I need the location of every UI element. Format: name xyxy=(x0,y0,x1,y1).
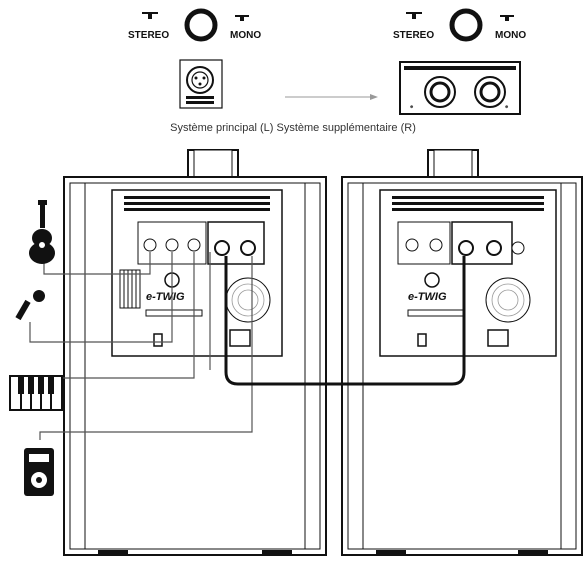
left-mono-label: MONO xyxy=(230,30,261,41)
main-speaker-brand: e-TWIG xyxy=(146,291,185,303)
right-switch-knob-icon xyxy=(449,8,483,42)
svg-text:⊕: ⊕ xyxy=(505,104,509,109)
line-io-jacks-icon: ⊕ ⊕ xyxy=(399,61,521,115)
right-mono-label: MONO xyxy=(495,30,526,41)
xlr-output-icon xyxy=(179,59,223,109)
supplementary-speaker-brand: e-TWIG xyxy=(408,291,447,303)
caption: Système principal (L) Système supplément… xyxy=(170,122,416,134)
link-cable xyxy=(224,256,466,386)
right-mode-switch: STEREO MONO xyxy=(393,8,526,42)
main-speaker-back-panel: e-TWIG xyxy=(111,189,283,357)
keyboard-icon xyxy=(9,375,63,411)
right-stereo-label: STEREO xyxy=(393,30,434,41)
main-speaker: e-TWIG xyxy=(63,149,327,556)
left-stereo-label: STEREO xyxy=(128,30,169,41)
left-switch-knob-icon xyxy=(184,8,218,42)
signal-arrow-icon xyxy=(285,94,378,100)
left-mode-switch: STEREO MONO xyxy=(128,8,261,42)
supplementary-speaker: e-TWIG xyxy=(341,149,583,556)
supplementary-speaker-back-panel: e-TWIG xyxy=(379,189,557,357)
guitar-icon xyxy=(29,200,55,264)
media-player-icon xyxy=(24,448,54,496)
source-cables xyxy=(29,252,253,440)
microphone-icon xyxy=(15,290,45,321)
svg-text:⊕: ⊕ xyxy=(410,104,414,109)
